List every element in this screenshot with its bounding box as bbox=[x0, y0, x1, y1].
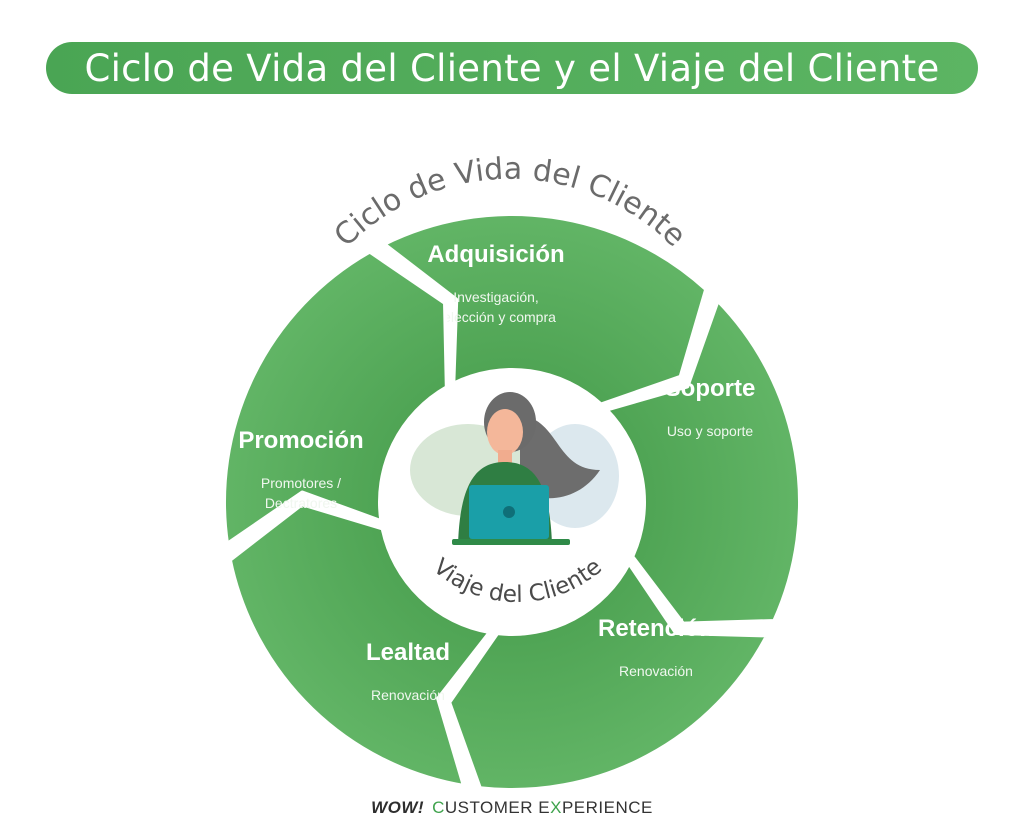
segment-title-2: Soporte bbox=[665, 375, 756, 402]
segment-4 bbox=[227, 502, 492, 788]
segment-desc-5-1: Promotores / bbox=[261, 475, 341, 491]
segment-desc-1-2: selección y compra bbox=[436, 309, 556, 325]
segment-desc-1-1: Investigación, bbox=[453, 289, 539, 305]
brand-logo: WOW! bbox=[371, 798, 425, 817]
segment-title-3: Retención bbox=[598, 615, 714, 642]
segment-title-5: Promoción bbox=[238, 427, 363, 454]
page-title: Ciclo de Vida del Cliente y el Viaje del… bbox=[84, 46, 940, 90]
segment-desc-3-1: Renovación bbox=[619, 663, 693, 679]
laptop-logo-icon bbox=[503, 506, 515, 518]
hair-shape bbox=[520, 415, 600, 499]
desk-shape bbox=[452, 539, 570, 545]
segment-2 bbox=[604, 298, 802, 626]
neck-shape bbox=[498, 450, 512, 464]
brand-letter-c: C bbox=[432, 798, 445, 817]
segment-1 bbox=[381, 212, 709, 407]
segment-desc-2-1: Uso y soporte bbox=[667, 423, 754, 439]
customer-illustration bbox=[410, 392, 619, 545]
segment-desc-5-2: Dectratores bbox=[265, 495, 337, 511]
face-shape bbox=[487, 409, 523, 455]
title-banner: Ciclo de Vida del Cliente y el Viaje del… bbox=[46, 42, 978, 94]
brand-footer: WOW! CUSTOMER EXPERIENCE bbox=[0, 798, 1024, 818]
segment-5 bbox=[222, 249, 449, 547]
brand-word-a: USTOMER E bbox=[444, 798, 551, 817]
segment-title-1: Adquisición bbox=[427, 241, 564, 268]
inner-ring-label: Viaje del Cliente bbox=[428, 554, 607, 608]
brand-letter-x: X bbox=[550, 798, 562, 817]
segment-3 bbox=[447, 561, 770, 792]
segment-desc-4-1: Renovación bbox=[371, 687, 445, 703]
segment-title-4: Lealtad bbox=[366, 639, 450, 666]
inner-ring-label-path: Viaje del Cliente bbox=[428, 554, 607, 608]
brand-word-b: PERIENCE bbox=[561, 798, 653, 817]
